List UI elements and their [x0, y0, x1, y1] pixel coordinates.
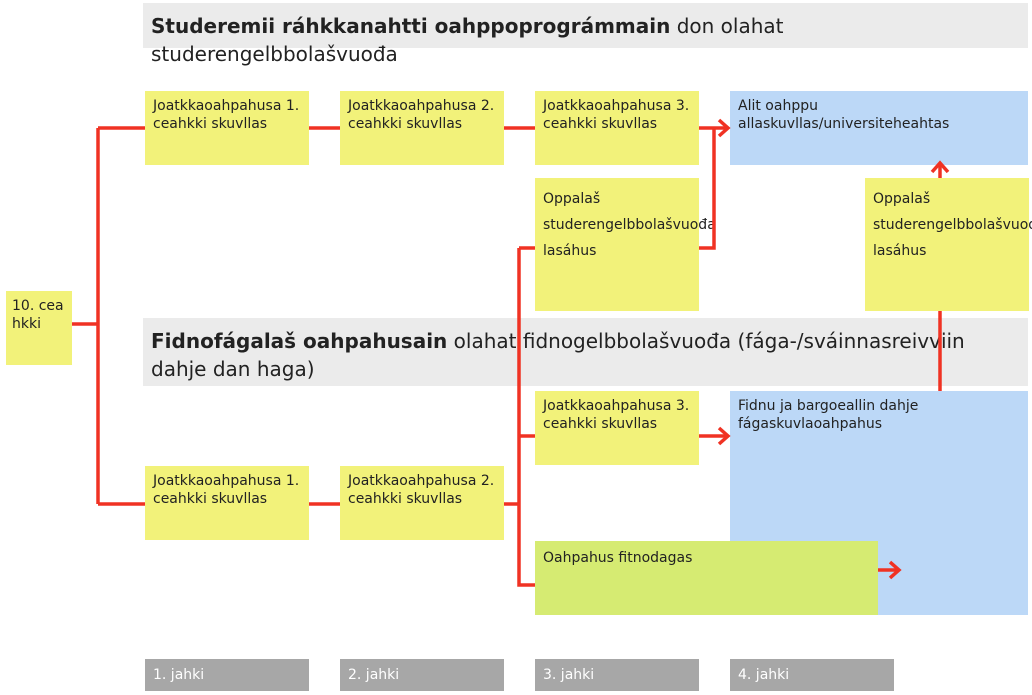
supplement-to-higher-connector	[699, 128, 716, 250]
start-box: 10. ceahkki	[6, 291, 72, 365]
study-year2-box: Joatkkaoahpahusa 2. ceahkki skuvllas	[340, 91, 504, 165]
study-year2-label: Joatkkaoahpahusa 2. ceahkki skuvllas	[348, 98, 495, 132]
higher-education-box: Alit oahppu allaskuvllas/universiteheaht…	[730, 91, 1028, 165]
arrowhead-apprentice	[888, 560, 902, 580]
study-track-banner: Studeremii ráhkkanahtti oahppoprográmmai…	[143, 3, 1028, 66]
year-label-4: 4. jahki	[730, 659, 894, 691]
vocational-year1-label: Joatkkaoahpahusa 1. ceahkki skuvllas	[153, 473, 300, 507]
study-year1-box: Joatkkaoahpahusa 1. ceahkki skuvllas	[145, 91, 309, 165]
arrowhead-higher	[717, 118, 731, 138]
vocational-supplement-box: Oppalaš studerengelbbolašvuođa lasáhus	[865, 178, 1032, 311]
study-year3-box: Joatkkaoahpahusa 3. ceahkki skuvllas	[535, 91, 699, 165]
vocational-year3-label: Joatkkaoahpahusa 3. ceahkki skuvllas	[543, 398, 690, 432]
study-year1-label: Joatkkaoahpahusa 1. ceahkki skuvllas	[153, 98, 300, 132]
higher-education-label: Alit oahppu allaskuvllas/universiteheaht…	[738, 98, 950, 132]
apprenticeship-box: Oahpahus fitnodagas	[535, 541, 878, 615]
vocational-year2-label: Joatkkaoahpahusa 2. ceahkki skuvllas	[348, 473, 495, 507]
vocational-year3-box: Joatkkaoahpahusa 3. ceahkki skuvllas	[535, 391, 699, 465]
year-label-1: 1. jahki	[145, 659, 309, 691]
study-supplement-label: Oppalaš studerengelbbolašvuođa lasáhus	[543, 191, 716, 259]
study-year3-label: Joatkkaoahpahusa 3. ceahkki skuvllas	[543, 98, 690, 132]
vocational-year2-box: Joatkkaoahpahusa 2. ceahkki skuvllas	[340, 466, 504, 540]
year-label-2: 2. jahki	[340, 659, 504, 691]
start-label: 10. ceahkki	[12, 298, 64, 332]
vocational-track-title: Fidnofágalaš oahpahusain	[151, 329, 448, 353]
arrowhead-up-higher	[930, 160, 950, 174]
vocational-supplement-label: Oppalaš studerengelbbolašvuođa lasáhus	[873, 191, 1032, 259]
study-track-title: Studeremii ráhkkanahtti oahppoprográmmai…	[151, 14, 671, 38]
vocational-fork	[517, 246, 535, 587]
vocational-track-subtitle: olahat fidnogelbbolašvuođa (fága-/sváinn…	[151, 329, 965, 381]
study-supplement-box: Oppalaš studerengelbbolašvuođa lasáhus	[535, 178, 716, 311]
arrowhead-work	[717, 426, 731, 446]
apprenticeship-label: Oahpahus fitnodagas	[543, 550, 693, 566]
year-label-3: 3. jahki	[535, 659, 699, 691]
start-connector	[72, 128, 100, 504]
vocational-year1-box: Joatkkaoahpahusa 1. ceahkki skuvllas	[145, 466, 309, 540]
study-track-subtitle: don olahat studerengelbbolašvuođa	[151, 14, 784, 66]
work-life-label: Fidnu ja bargoeallin dahje fágaskuvlaoah…	[738, 398, 919, 432]
vocational-track-banner: Fidnofágalaš oahpahusain olahat fidnogel…	[143, 318, 1028, 386]
